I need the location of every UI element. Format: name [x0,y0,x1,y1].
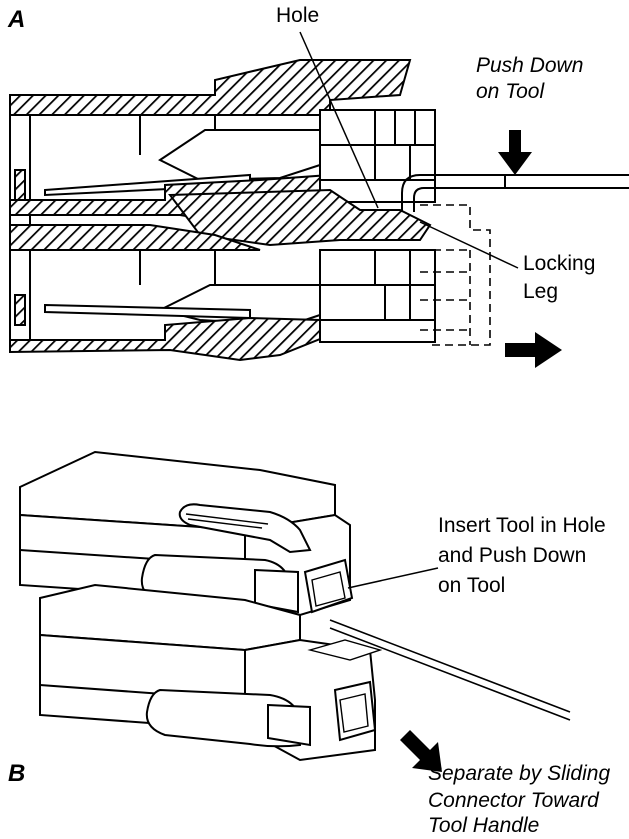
slid-position-outline [420,204,491,346]
hole-leader-line [299,31,379,209]
locking-leg-label-line1: Locking [523,252,596,275]
panel-letter-a: A [8,6,26,33]
push-down-arrow [498,130,532,175]
locking-leg-leader-line [419,221,519,269]
isometric-view-b [19,450,571,762]
push-down-label-line2: on Tool [476,80,545,103]
panel-letter-b: B [8,760,26,787]
insert-tool-label-line1: Insert Tool in Hole [438,514,606,537]
separate-label-line1: Separate by Sliding [428,762,611,785]
insert-leader-line [347,567,439,589]
separate-label-line3: Tool Handle [428,814,540,837]
lower-connector-section [9,224,436,362]
latch-arm [178,503,312,554]
extraction-tool-b [329,619,571,721]
slide-arrow-b [400,730,442,772]
locking-leg-label-line2: Leg [523,280,559,303]
locking-wedge [168,188,432,247]
upper-connector-section [9,59,436,346]
lower-connector [39,583,383,762]
hole-label: Hole [276,4,320,27]
upper-connector [19,450,354,617]
extraction-tool [401,174,629,212]
cross-section-a [9,31,629,362]
insert-tool-label-line2: and Push Down [438,544,587,567]
insert-tool-label-line3: on Tool [438,574,506,597]
separate-label-line2: Connector Toward [428,789,599,812]
slide-right-arrow-a [505,332,562,368]
push-down-label-line1: Push Down [476,54,584,77]
